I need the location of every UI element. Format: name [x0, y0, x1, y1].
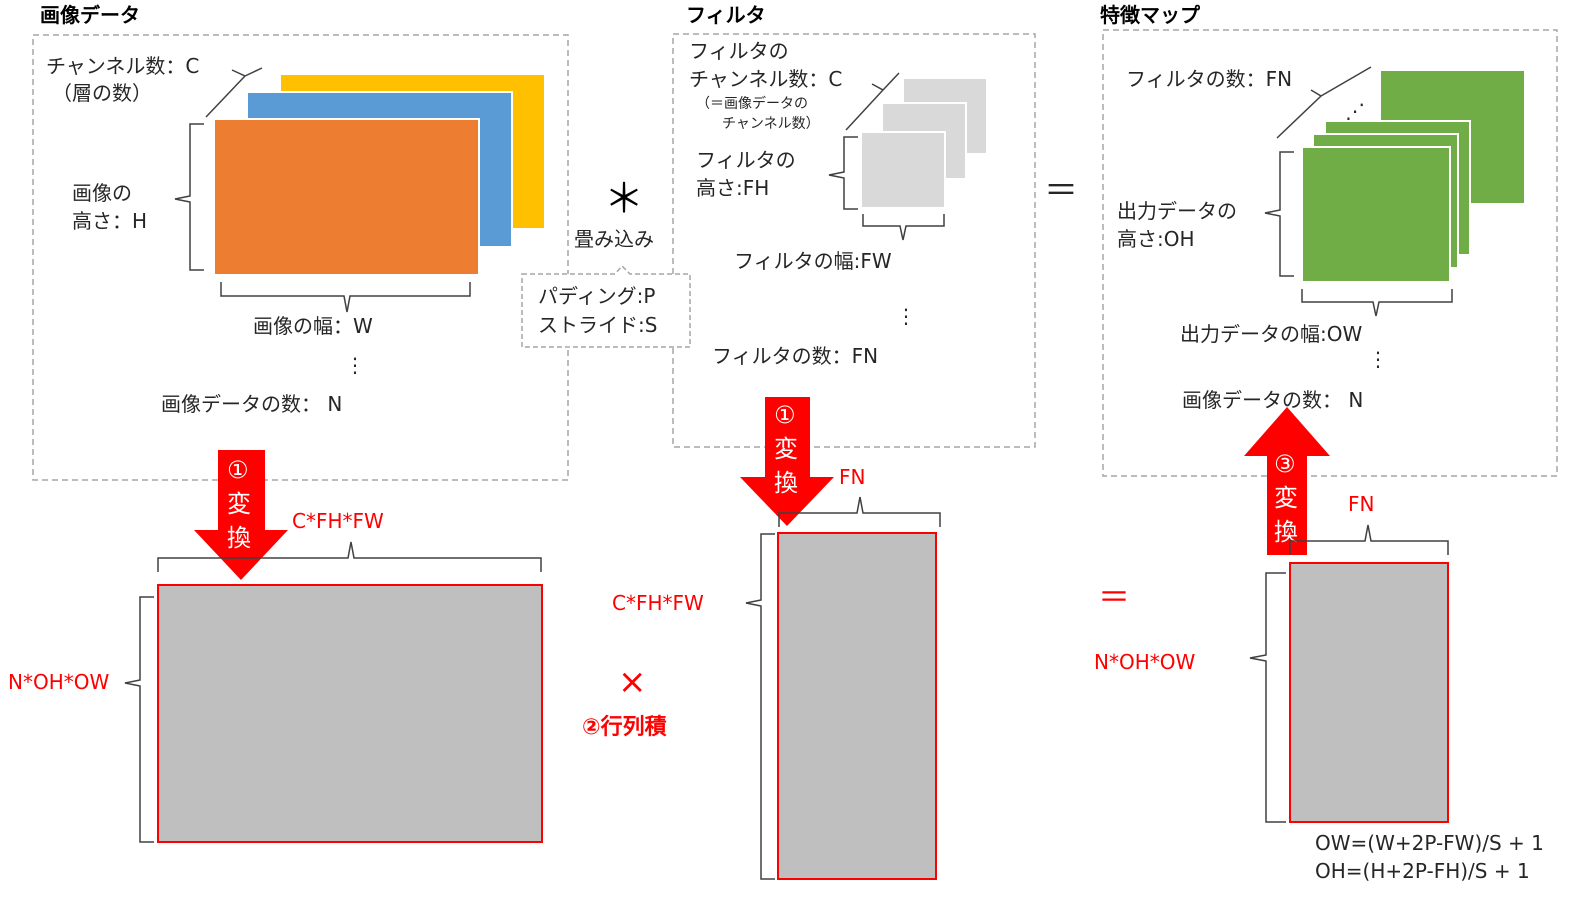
channel-layer-orange [213, 118, 480, 276]
filter-title: フィルタ [686, 3, 766, 27]
feature-map-title: 特徴マップ [1100, 3, 1201, 27]
image-width-label: 画像の幅：W [253, 314, 373, 338]
middle-matrix-side-brace [745, 533, 775, 880]
image-height-label-1: 画像の [72, 181, 132, 205]
matrix-product-label: ②行列積 [582, 714, 668, 740]
conversion-arrow-3: ③ 変 換 [1244, 407, 1330, 555]
filter-channels-brace [845, 72, 900, 131]
feature-dots: ⋮ [1368, 347, 1388, 371]
filter-width-label: フィルタの幅:FW [734, 249, 892, 273]
filter-height-line2: 高さ:FH [696, 176, 769, 200]
arrow3-number: ③ [1274, 450, 1296, 478]
arrow1-mid-char2: 換 [774, 469, 798, 497]
filter-matrix [777, 532, 937, 880]
filter-width-brace [862, 214, 945, 241]
arrow1-left-char1: 変 [227, 490, 251, 518]
result-equals-symbol: ＝ [1098, 578, 1130, 616]
filter-count-label: フィルタの数：FN [712, 344, 878, 368]
feature-count-brace [1276, 66, 1372, 139]
image-count-label: 画像データの数： N [161, 392, 342, 416]
equals-symbol: ＝ [1044, 171, 1078, 211]
filter-channels-line1: フィルタの [689, 39, 789, 63]
arrow3-char2: 換 [1274, 518, 1298, 546]
feature-dots-diagonal: ⋰ [1345, 99, 1365, 123]
left-matrix-top-label: C*FH*FW [292, 509, 384, 533]
filter-group-box [672, 33, 1036, 448]
arrow1-mid-char1: 変 [774, 435, 798, 463]
feature-height-line1: 出力データの [1117, 199, 1237, 223]
filter-dots: ⋮ [896, 304, 916, 328]
right-matrix-side-brace [1249, 572, 1286, 823]
filter-layer-1 [860, 131, 946, 209]
ow-formula: OW=(W+2P-FW)/S + 1 [1315, 831, 1544, 855]
image-height-brace [174, 123, 204, 271]
left-matrix-side-label: N*OH*OW [8, 670, 109, 694]
image-channels-brace [205, 67, 263, 118]
oh-formula: OH=(H+2P-FH)/S + 1 [1315, 859, 1530, 883]
feature-width-brace [1301, 289, 1453, 317]
filter-height-brace [828, 136, 858, 210]
filter-channels-note1: （＝画像データの [696, 95, 808, 112]
stride-label: ストライド:S [538, 313, 657, 337]
filter-height-line1: フィルタの [696, 148, 796, 172]
conversion-arrow-1-left: ① 変 換 [194, 450, 288, 580]
middle-matrix-top-label: FN [839, 465, 865, 489]
image-data-title: 画像データ [40, 3, 140, 27]
input-column-matrix [157, 584, 543, 843]
padding-stride-callout [521, 264, 691, 348]
image-dots: ⋮ [345, 353, 365, 377]
image-channels-sublabel: （層の数） [52, 81, 152, 105]
convolution-symbol: ＊ [604, 176, 644, 222]
arrow1-left-number: ① [227, 456, 249, 484]
feature-count-label: フィルタの数：FN [1126, 67, 1292, 91]
filter-channels-note2: チャンネル数） [722, 116, 820, 132]
feature-map-stack [1301, 69, 1526, 283]
image-channel-stack [213, 73, 546, 276]
convolution-label: 畳み込み [574, 227, 654, 251]
filter-channels-line2: チャンネル数：C [689, 67, 842, 91]
arrow1-left-char2: 換 [227, 524, 251, 552]
right-matrix-top-label: FN [1348, 492, 1374, 516]
multiply-symbol: × [618, 662, 647, 702]
image-width-brace [220, 282, 471, 313]
middle-matrix-side-label: C*FH*FW [612, 591, 704, 615]
arrow1-mid-number: ① [774, 401, 796, 429]
conversion-arrow-1-middle: ① 変 換 [740, 397, 834, 526]
left-matrix-top-brace [157, 541, 542, 572]
image-height-label-2: 高さ：H [72, 209, 147, 233]
feature-width-label: 出力データの幅:OW [1180, 322, 1362, 346]
padding-label: パディング:P [538, 284, 655, 308]
right-matrix-top-brace [1289, 524, 1449, 555]
arrow3-char1: 変 [1274, 484, 1298, 512]
feature-height-brace [1264, 151, 1294, 277]
image-channels-label: チャンネル数：C [46, 54, 199, 78]
filter-stack [860, 77, 988, 209]
left-matrix-side-brace [124, 596, 154, 843]
output-matrix [1289, 562, 1449, 823]
middle-matrix-top-brace [778, 496, 941, 527]
right-matrix-side-label: N*OH*OW [1094, 650, 1195, 674]
feature-batch-label: 画像データの数： N [1182, 388, 1363, 412]
feature-height-line2: 高さ:OH [1117, 227, 1195, 251]
feature-layer-1 [1301, 146, 1451, 283]
